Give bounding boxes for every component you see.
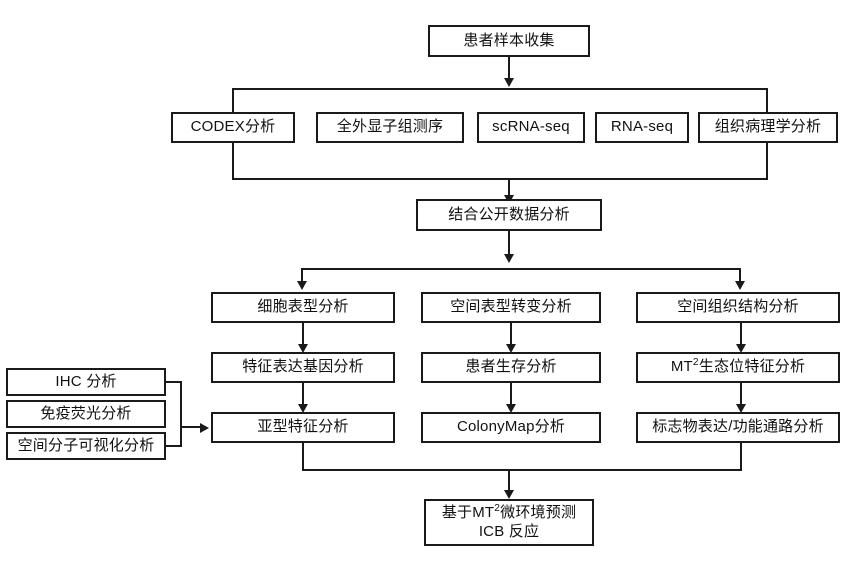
node-sample-collection[interactable]: 患者样本收集 [428, 25, 590, 57]
connector-col2-r2-r3 [510, 383, 512, 406]
node-patient-survival-analysis[interactable]: 患者生存分析 [421, 352, 601, 383]
connector-bus-drop-right [766, 88, 768, 112]
node-label: 免疫荧光分析 [40, 404, 132, 422]
node-label-line1: 基于MT2微环境预测 [441, 502, 577, 523]
node-cell-phenotype-analysis[interactable]: 细胞表型分析 [211, 292, 395, 323]
connector-assay-merge-bus [232, 178, 768, 180]
node-label: 患者生存分析 [465, 358, 557, 376]
connector-validation-bracket [180, 381, 182, 447]
arrowhead-subtype-feature [200, 423, 209, 433]
node-label: ColonyMap分析 [456, 418, 566, 436]
node-label: 全外显子组测序 [336, 118, 444, 136]
connector-col1-r2-r3 [302, 383, 304, 406]
node-colonymap-analysis[interactable]: ColonyMap分析 [421, 412, 601, 443]
node-immunofluorescence-analysis[interactable]: 免疫荧光分析 [6, 400, 166, 428]
node-label-prefix: 基于MT [441, 503, 495, 521]
node-mt2-niche-feature-analysis[interactable]: MT2生态位特征分析 [636, 352, 840, 383]
arrowhead-col1-row1 [297, 281, 307, 290]
arrowhead-col3-row2 [736, 344, 746, 353]
connector-assay-merge-left [232, 143, 234, 179]
node-label: 空间组织结构分析 [677, 298, 799, 316]
node-label-composite: MT2生态位特征分析 [671, 358, 805, 377]
connector-bus-to-col1 [301, 268, 303, 282]
node-label-prefix: MT [670, 358, 693, 376]
node-label-suffix: 生态位特征分析 [698, 358, 806, 376]
node-label: 标志物表达/功能通路分析 [652, 418, 824, 436]
arrowhead-col3-row3 [736, 404, 746, 413]
node-label: 结合公开数据分析 [448, 205, 570, 223]
node-label: 亚型特征分析 [257, 418, 349, 436]
arrowhead-col1-row3 [298, 404, 308, 413]
connector-col3-r2-r3 [740, 383, 742, 406]
arrowhead-col2-row3 [506, 404, 516, 413]
connector-validation-to-subtype [182, 426, 202, 428]
node-spatial-tissue-structure-analysis[interactable]: 空间组织结构分析 [636, 292, 840, 323]
connector-public-to-columns-stem [508, 231, 510, 255]
node-assay-rnaseq[interactable]: RNA-seq [595, 112, 689, 143]
superscript-2: 2 [692, 357, 699, 369]
node-label-suffix: 微环境预测 [500, 503, 577, 521]
connector-validation-top-stub [166, 381, 182, 383]
connector-col2-r1-r2 [510, 323, 512, 346]
connector-col3-r1-r2 [740, 323, 742, 346]
node-spatial-molecular-visualization-analysis[interactable]: 空间分子可视化分析 [6, 432, 166, 460]
node-marker-expression-pathway-analysis[interactable]: 标志物表达/功能通路分析 [636, 412, 840, 443]
connector-outcome-merge-bus [302, 469, 742, 471]
arrowhead-outcome [504, 490, 514, 499]
node-label: CODEX分析 [190, 118, 276, 136]
node-subtype-feature-analysis[interactable]: 亚型特征分析 [211, 412, 395, 443]
connector-merge-to-outcome-stem [508, 471, 510, 491]
connector-validation-bottom-stub [166, 445, 182, 447]
connector-bus-to-col3 [739, 268, 741, 282]
arrowhead-assays-bus [504, 78, 514, 87]
connector-column-distribution-bus [301, 268, 741, 270]
connector-assay-distribution-bus [232, 88, 768, 90]
node-icb-response-prediction[interactable]: 基于MT2微环境预测 ICB 反应 [424, 499, 594, 546]
node-label: RNA-seq [610, 118, 674, 136]
node-public-data-analysis[interactable]: 结合公开数据分析 [416, 199, 602, 231]
arrowhead-col3-row1 [735, 281, 745, 290]
node-label: 细胞表型分析 [257, 298, 349, 316]
connector-col1-to-merge [302, 443, 304, 470]
connector-col1-r1-r2 [302, 323, 304, 346]
arrowhead-col2-row2 [506, 344, 516, 353]
node-label: IHC 分析 [55, 372, 117, 390]
connector-col3-to-merge [740, 443, 742, 470]
connector-sample-to-assays-stem [508, 57, 510, 79]
node-assay-wes[interactable]: 全外显子组测序 [316, 112, 464, 143]
connector-assay-merge-right [766, 143, 768, 179]
node-signature-gene-analysis[interactable]: 特征表达基因分析 [211, 352, 395, 383]
node-label: 空间分子可视化分析 [17, 436, 155, 454]
connector-merge-to-public-stem [508, 180, 510, 196]
node-ihc-analysis[interactable]: IHC 分析 [6, 368, 166, 396]
node-assay-histopathology[interactable]: 组织病理学分析 [698, 112, 838, 143]
node-assay-scrnaseq[interactable]: scRNA-seq [477, 112, 585, 143]
superscript-2: 2 [494, 502, 501, 514]
node-label: 特征表达基因分析 [242, 358, 364, 376]
node-label: 患者样本收集 [463, 31, 555, 49]
node-label: scRNA-seq [492, 118, 570, 136]
node-label-line2: ICB 反应 [478, 522, 540, 540]
arrowhead-col1-row2 [298, 344, 308, 353]
node-spatial-phenotype-transition-analysis[interactable]: 空间表型转变分析 [421, 292, 601, 323]
connector-bus-drop-left [232, 88, 234, 112]
arrowhead-columns-bus [504, 254, 514, 263]
node-label: 空间表型转变分析 [450, 298, 572, 316]
node-label: 组织病理学分析 [714, 118, 822, 136]
node-assay-codex[interactable]: CODEX分析 [171, 112, 295, 143]
